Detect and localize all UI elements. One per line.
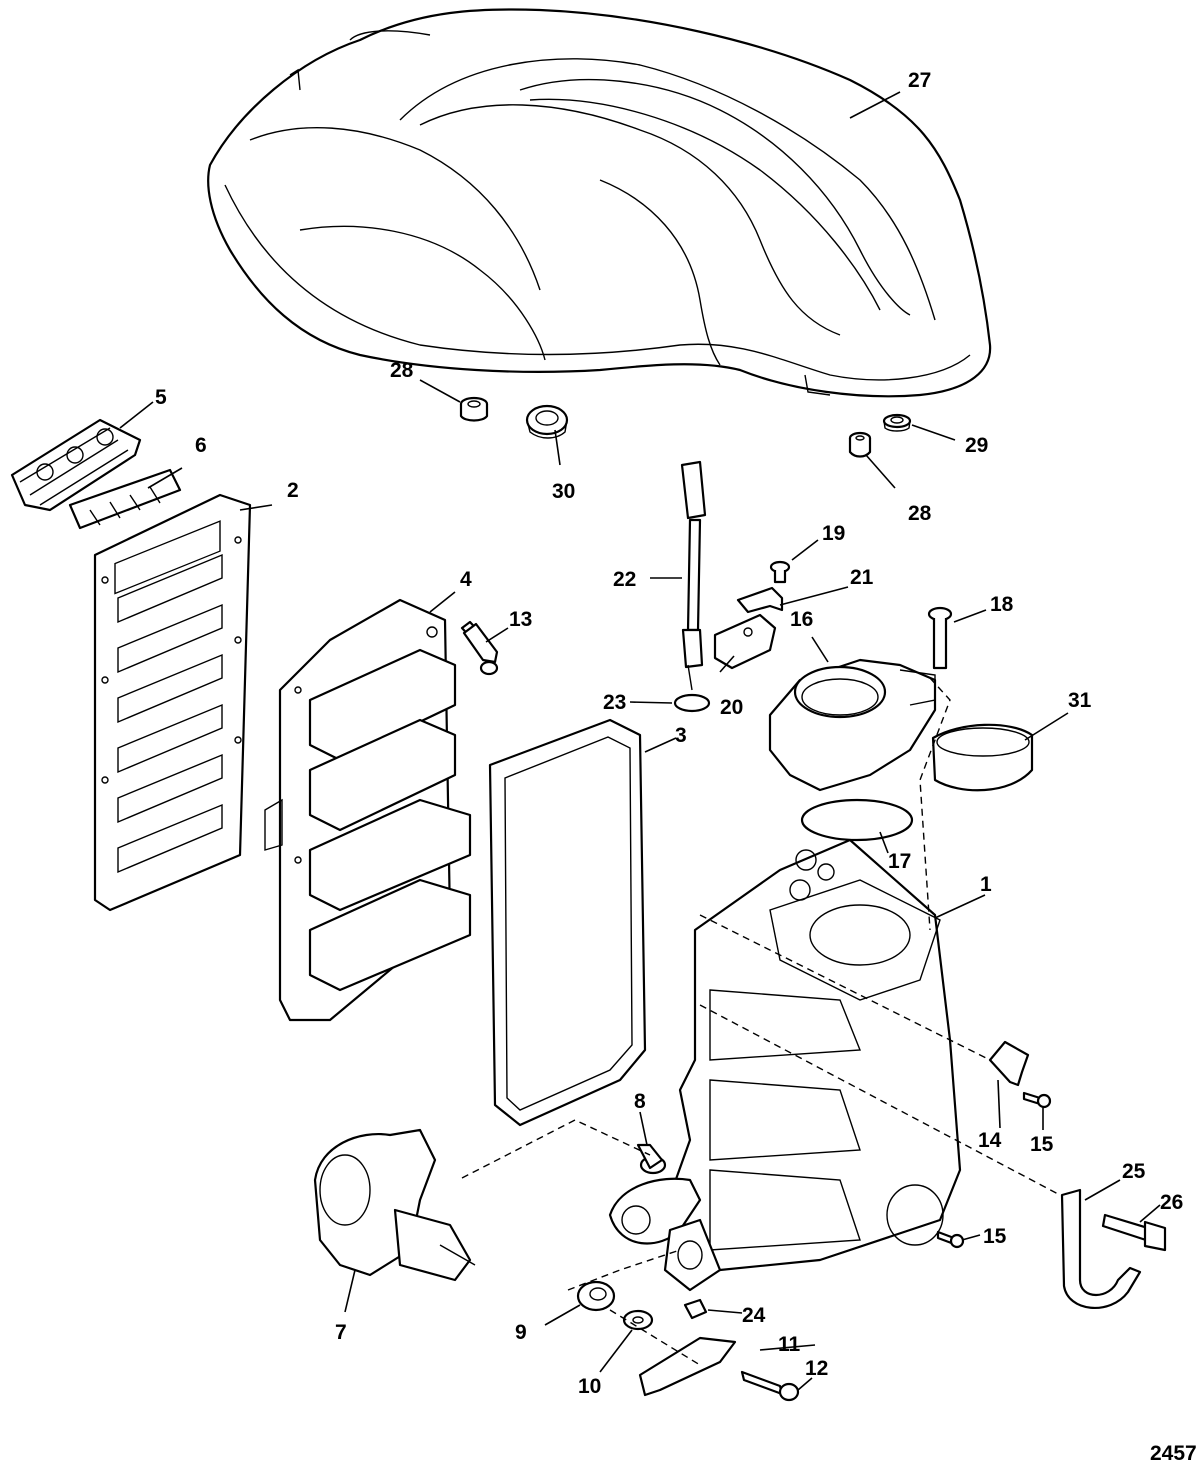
callout-18: 18 (990, 593, 1014, 616)
grommet-part-9 (576, 1280, 616, 1312)
adapter-plate-part-1 (608, 838, 962, 1292)
callout-29: 29 (965, 434, 988, 457)
grommet-part-30 (525, 404, 569, 439)
alignment-lines (461, 677, 1061, 1366)
grommet-part-29 (882, 413, 912, 432)
cover-part-27 (207, 8, 992, 398)
washer-part-10 (622, 1309, 654, 1331)
callout-24: 24 (742, 1304, 766, 1327)
coupler-ring-part-31 (931, 723, 1034, 792)
clip-part-14 (988, 1040, 1030, 1087)
callouts: 27 28 30 29 28 5 6 2 4 13 22 19 21 16 18… (155, 69, 1183, 1398)
callout-13: 13 (509, 608, 532, 631)
callout-9: 9 (515, 1321, 527, 1344)
bolt-part-18 (927, 606, 953, 670)
callout-14: 14 (978, 1129, 1002, 1152)
callout-3: 3 (675, 724, 687, 747)
strap-part-25 (1060, 1188, 1142, 1309)
reed-housing-part-4 (264, 598, 472, 1022)
screw-part-15-lower (936, 1230, 965, 1249)
callout-25: 25 (1122, 1160, 1146, 1183)
callout-7: 7 (335, 1321, 347, 1344)
dowel-part-8 (636, 1143, 667, 1175)
callout-4: 4 (460, 568, 472, 591)
grommet-part-28-right (848, 431, 872, 458)
callout-28-right: 28 (908, 502, 932, 525)
sensor-part-20 (713, 613, 777, 670)
callout-12: 12 (805, 1357, 828, 1380)
callout-17: 17 (888, 850, 911, 873)
callout-15-lower: 15 (983, 1225, 1007, 1248)
bolt-part-26 (1101, 1213, 1167, 1252)
screw-part-15-upper (1022, 1091, 1052, 1109)
callout-23: 23 (603, 691, 626, 714)
callout-22: 22 (613, 568, 636, 591)
callout-10: 10 (578, 1375, 601, 1398)
callout-16: 16 (790, 608, 813, 631)
callout-15-upper: 15 (1030, 1133, 1054, 1156)
callout-30: 30 (552, 480, 575, 503)
figure-id: 2457 (1150, 1442, 1197, 1465)
throttle-body-part-16 (768, 658, 937, 792)
leader-lines (119, 91, 1161, 1391)
gasket-part-3 (488, 718, 647, 1127)
callout-26: 26 (1160, 1191, 1183, 1214)
callout-5: 5 (155, 386, 167, 409)
callout-19: 19 (822, 522, 845, 545)
clip-part-24 (683, 1298, 708, 1320)
callout-6: 6 (195, 434, 207, 457)
callout-8: 8 (634, 1090, 646, 1113)
callout-1: 1 (980, 873, 992, 896)
o-ring-part-17 (800, 798, 914, 842)
screw-part-13 (460, 620, 499, 676)
bracket-part-11 (638, 1336, 737, 1397)
o-ring-part-23 (673, 693, 711, 713)
pump-part-7 (313, 1128, 476, 1282)
grommet-part-28-left (459, 396, 489, 422)
callout-21: 21 (850, 566, 874, 589)
callout-11: 11 (778, 1333, 801, 1356)
callout-28-left: 28 (390, 359, 414, 382)
sensor-harness-part-22 (680, 460, 707, 691)
screw-part-19 (769, 560, 791, 584)
callout-2: 2 (287, 479, 299, 502)
bolt-part-12 (740, 1370, 800, 1402)
callout-27: 27 (908, 69, 931, 92)
gasket-part-2 (93, 493, 252, 912)
bracket-part-21 (736, 586, 784, 614)
reed-block-part-5 (10, 418, 142, 512)
callout-20: 20 (720, 696, 743, 719)
callout-31: 31 (1068, 689, 1092, 712)
